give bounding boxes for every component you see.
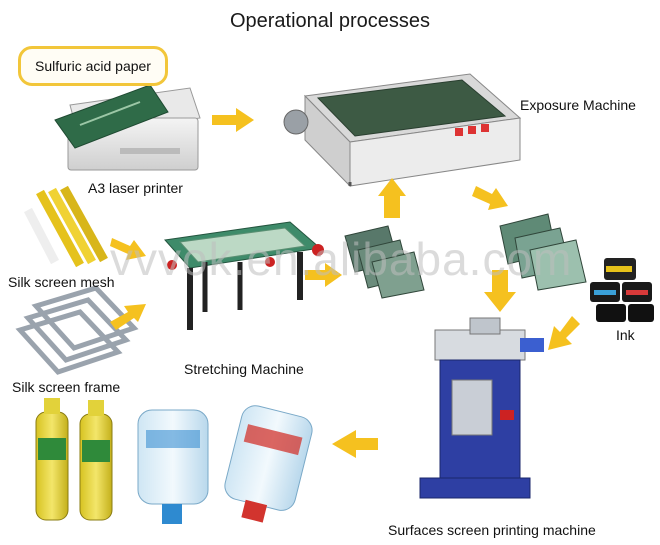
watermark: vvvok.en.alibaba.com: [110, 233, 573, 285]
sulfuric-acid-paper-callout: Sulfuric acid paper: [18, 46, 168, 86]
silk-screen-mesh-image: [24, 185, 108, 268]
exposure-machine-label: Exposure Machine: [520, 97, 636, 113]
arrow-ink-to-printer: [548, 316, 580, 350]
stretching-machine-image: [164, 221, 324, 330]
screen-printing-machine-image: [419, 317, 544, 499]
silk-screen-frame-image: [15, 285, 139, 375]
process-arrows: [110, 108, 580, 458]
ink-cans-image: [590, 258, 654, 322]
arrow-mesh-to-stretcher: [110, 238, 146, 260]
detergent-bottles-image: [35, 398, 113, 521]
exposed-screens-image: [499, 213, 587, 291]
arrow-screens-to-exposure: [378, 178, 406, 218]
printing-machine-label: Surfaces screen printing machine: [388, 522, 596, 538]
water-jugs-image: [137, 405, 313, 524]
arrow-frame-to-stretcher: [110, 304, 146, 330]
diagram-title: Operational processes: [229, 10, 431, 32]
laser-printer-label: A3 laser printer: [88, 180, 183, 196]
laser-printer-image: [54, 84, 201, 171]
stretching-machine-label: Stretching Machine: [184, 361, 304, 377]
arrow-exposure-to-screens: [472, 186, 508, 210]
ink-label: Ink: [616, 327, 635, 343]
arrow-stretcher-to-screens: [305, 263, 342, 287]
arrow-screens-to-printer: [484, 270, 516, 312]
exposure-machine-image: [283, 73, 522, 188]
arrow-printer-to-exposure: [212, 108, 254, 132]
printed-screens-image: [344, 225, 425, 299]
silk-screen-frame-label: Silk screen frame: [12, 379, 121, 395]
silk-screen-mesh-label: Silk screen mesh: [8, 274, 115, 290]
arrow-printer-to-products: [332, 430, 378, 458]
